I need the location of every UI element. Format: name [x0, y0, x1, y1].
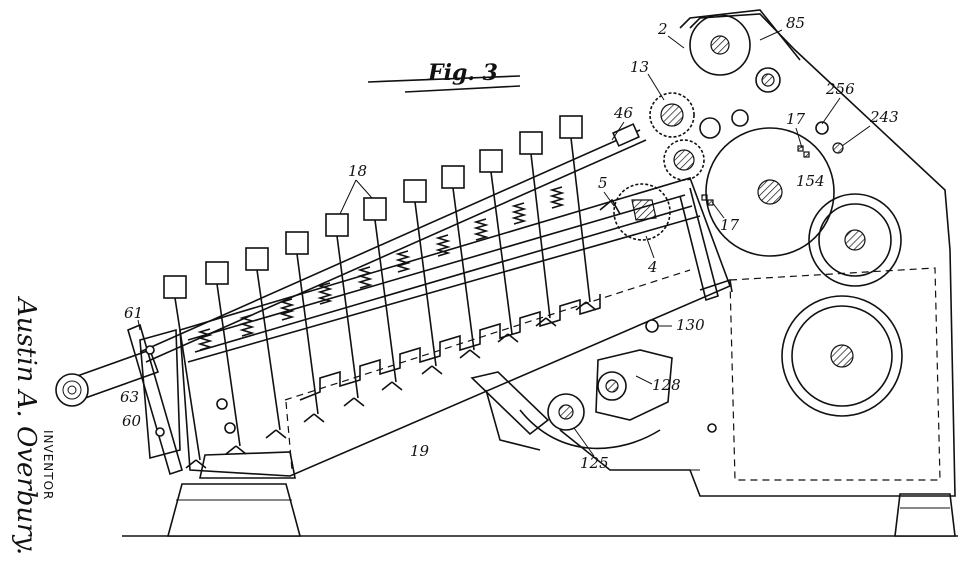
cam-gear-4 — [599, 183, 671, 241]
label-256: 256 — [825, 80, 855, 98]
label-17a: 17 — [786, 110, 806, 128]
inventor-block: Austin A. Overbury. INVENTOR — [11, 296, 55, 555]
label-13: 13 — [630, 58, 649, 76]
label-243: 243 — [869, 108, 899, 126]
figure-title: Fig. 3 — [367, 60, 521, 93]
figure-title-text: Fig. 3 — [427, 60, 498, 86]
inventor-name: Austin A. Overbury. — [11, 296, 41, 555]
reference-labels: 2 85 13 256 243 46 17 17 154 18 5 4 61 6… — [120, 14, 899, 472]
lower-linkage — [470, 319, 673, 451]
label-128: 128 — [652, 376, 681, 394]
lower-wheels — [707, 193, 903, 433]
label-63: 63 — [120, 388, 139, 406]
shaft-46 — [139, 123, 647, 363]
label-4: 4 — [647, 258, 658, 276]
key-stem-feet — [185, 301, 597, 469]
label-61: 61 — [124, 304, 143, 322]
label-18: 18 — [348, 162, 367, 180]
roller-85 — [679, 9, 801, 93]
gear-train-top — [649, 92, 749, 181]
keyboard-frame — [179, 177, 733, 479]
label-46: 46 — [613, 104, 634, 122]
label-2: 2 — [657, 20, 668, 38]
label-17b: 17 — [720, 216, 740, 234]
key-tops — [163, 115, 583, 299]
key-row — [163, 115, 601, 469]
base-feet — [122, 483, 958, 537]
key-stems — [174, 137, 591, 461]
side-frame — [559, 13, 956, 497]
label-154: 154 — [796, 172, 825, 190]
left-handle — [55, 323, 236, 476]
label-60: 60 — [122, 412, 142, 430]
label-19: 19 — [410, 442, 430, 460]
label-85: 85 — [786, 14, 805, 32]
inventor-caption: INVENTOR — [41, 430, 55, 500]
label-125: 125 — [580, 454, 609, 472]
label-130: 130 — [676, 316, 705, 334]
wheel-154 — [701, 121, 844, 257]
label-5: 5 — [598, 174, 608, 192]
